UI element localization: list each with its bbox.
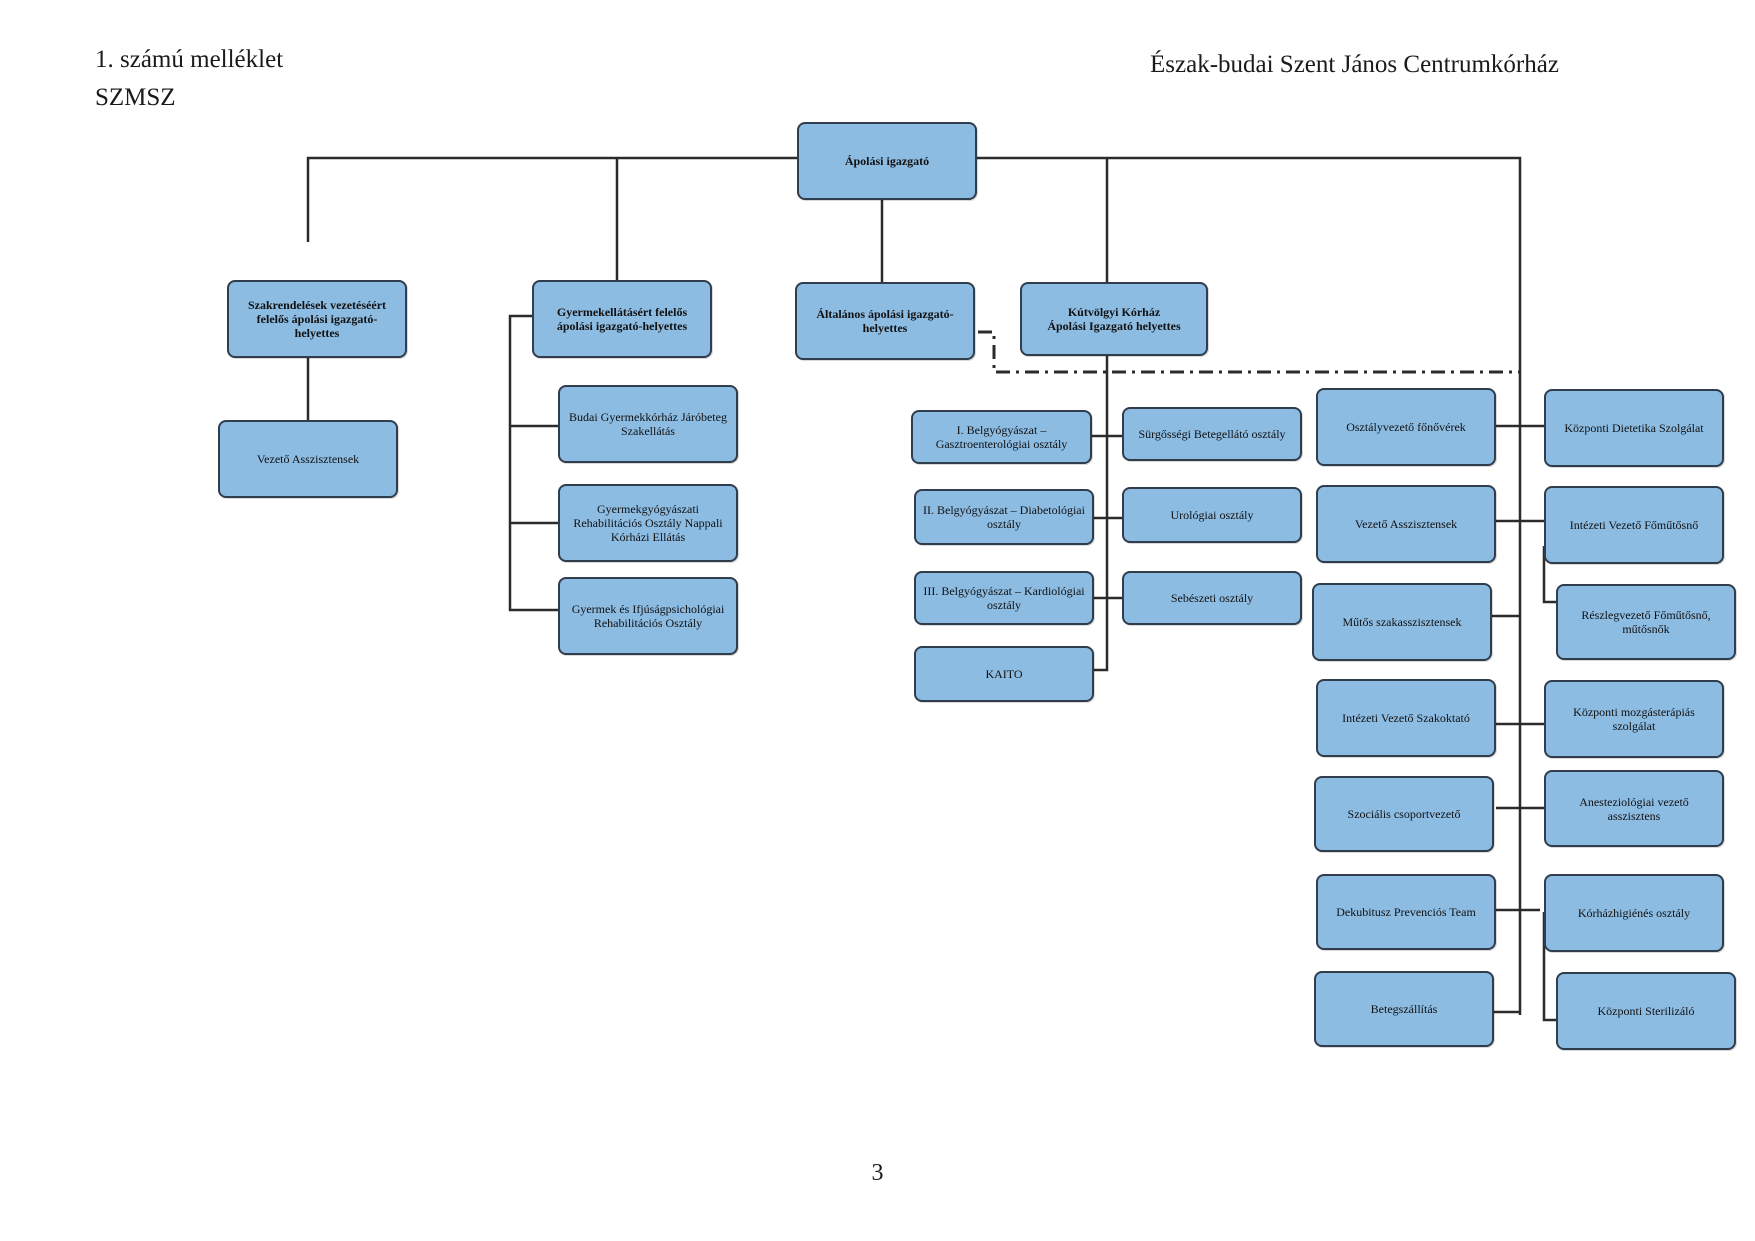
connector-subbranch-2 [1542,912,1556,1022]
node-surgery-dept[interactable]: Sebészeti osztály [1122,571,1302,625]
annex-label: 1. számú melléklet [95,46,284,73]
connector-subbranch-1 [1542,546,1556,604]
node-internal-med-diabetology[interactable]: II. Belgyógyászat – Diabetológiai osztál… [914,489,1094,545]
node-central-sterilization[interactable]: Központi Sterilizáló [1556,972,1736,1050]
node-lead-assistants-central[interactable]: Vezető Asszisztensek [1316,485,1496,563]
node-anesthesiology-lead-assistant[interactable]: Anesteziológiai vezető asszisztens [1544,770,1724,847]
node-internal-med-cardiology[interactable]: III. Belgyógyászat – Kardiológiai osztál… [914,571,1094,625]
node-lead-assistants-outpatient[interactable]: Vezető Asszisztensek [218,420,398,498]
node-kutvolgyi-deputy[interactable]: Kútvölgyi Kórház Ápolási Igazgató helyet… [1020,282,1208,356]
node-outpatient-deputy[interactable]: Szakrendelések vezetéséért felelős ápolá… [227,280,407,358]
node-pediatric-deputy[interactable]: Gyermekellátásért felelős ápolási igazga… [532,280,712,358]
node-central-dietetics[interactable]: Központi Dietetika Szolgálat [1544,389,1724,467]
node-physiotherapy-service[interactable]: Központi mozgásterápiás szolgálat [1544,680,1724,758]
node-pressure-ulcer-team[interactable]: Dekubitusz Prevenciós Team [1316,874,1496,950]
node-general-deputy[interactable]: Általános ápolási igazgató-helyettes [795,282,975,360]
node-surgical-assistants[interactable]: Műtős szakasszisztensek [1312,583,1492,661]
node-pediatric-rehab-day-care[interactable]: Gyermekgyógyászati Rehabilitációs Osztál… [558,484,738,562]
node-patient-transport[interactable]: Betegszállítás [1314,971,1494,1047]
page-number: 3 [871,1160,884,1186]
node-pediatric-outpatient-care[interactable]: Budai Gyermekkórház Járóbeteg Szakellátá… [558,385,738,463]
connector-kutvolgyi-spine [1094,356,1109,672]
node-internal-med-gastro[interactable]: I. Belgyógyászat – Gasztroenterológiai o… [911,410,1092,464]
node-kaito[interactable]: KAITO [914,646,1094,702]
node-social-group-lead[interactable]: Szociális csoportvezető [1314,776,1494,852]
connector-dashed-general [978,330,1520,374]
node-hospital-hygiene[interactable]: Kórházhigiénés osztály [1544,874,1724,952]
node-emergency-dept[interactable]: Sürgősségi Betegellátó osztály [1122,407,1302,461]
node-lead-educator[interactable]: Intézeti Vezető Szakoktató [1316,679,1496,757]
node-nursing-director[interactable]: Ápolási igazgató [797,122,977,200]
node-head-nurses[interactable]: Osztályvezető főnővérek [1316,388,1496,466]
connector-pediatric-spine [508,314,558,612]
node-urology-dept[interactable]: Urológiai osztály [1122,487,1302,543]
institution-name: Észak-budai Szent János Centrumkórház [1150,51,1559,78]
node-unit-theatre-nurses[interactable]: Részlegvezető Főműtősnő, műtősnők [1556,584,1736,660]
node-head-theatre-nurse[interactable]: Intézeti Vezető Főműtősnő [1544,486,1724,564]
node-youth-psychology-rehab[interactable]: Gyermek és Ifjúságpsichológiai Rehabilit… [558,577,738,655]
doc-code-label: SZMSZ [95,84,176,111]
